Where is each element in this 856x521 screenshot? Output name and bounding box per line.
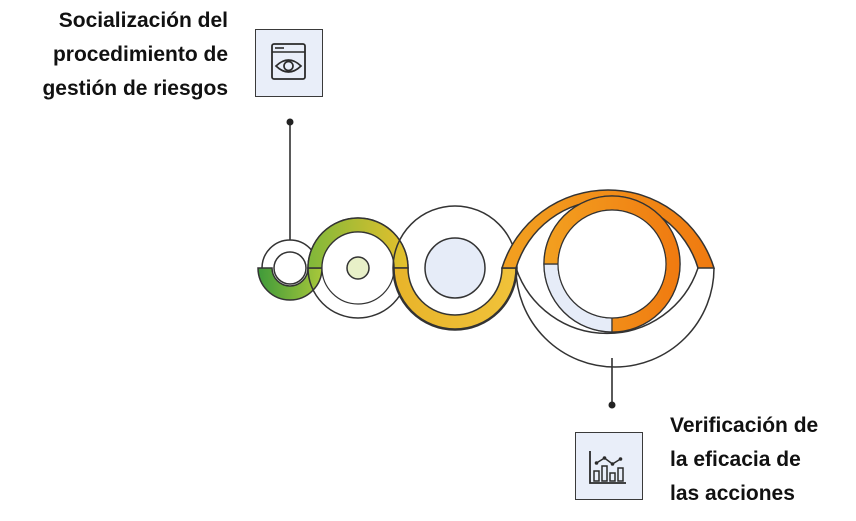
step-2-label-line-1: Verificación de (670, 414, 819, 437)
step-1-icon-box (255, 29, 323, 97)
step-2-icon-box (575, 432, 643, 500)
step-1-label: Socialización del procedimiento de gesti… (42, 4, 228, 106)
bar-chart-trend-icon (589, 451, 626, 484)
connector-top (286, 118, 294, 240)
step-2-label: Verificación de la eficacia de las accio… (670, 409, 818, 511)
connector-bottom (608, 358, 616, 409)
segment-1-loop (257, 239, 323, 301)
browser-eye-icon (271, 43, 306, 80)
step-2-label-line-3: las acciones (670, 482, 795, 505)
step-1-label-line-3: gestión de riesgos (42, 77, 228, 100)
step-1-label-line-1: Socialización del (58, 9, 228, 32)
step-1-label-line-2: procedimiento de (52, 43, 228, 66)
segment-3-arc (392, 205, 518, 331)
step-2-label-line-2: la eficacia de (670, 448, 801, 471)
segment-4-arc (500, 189, 716, 368)
